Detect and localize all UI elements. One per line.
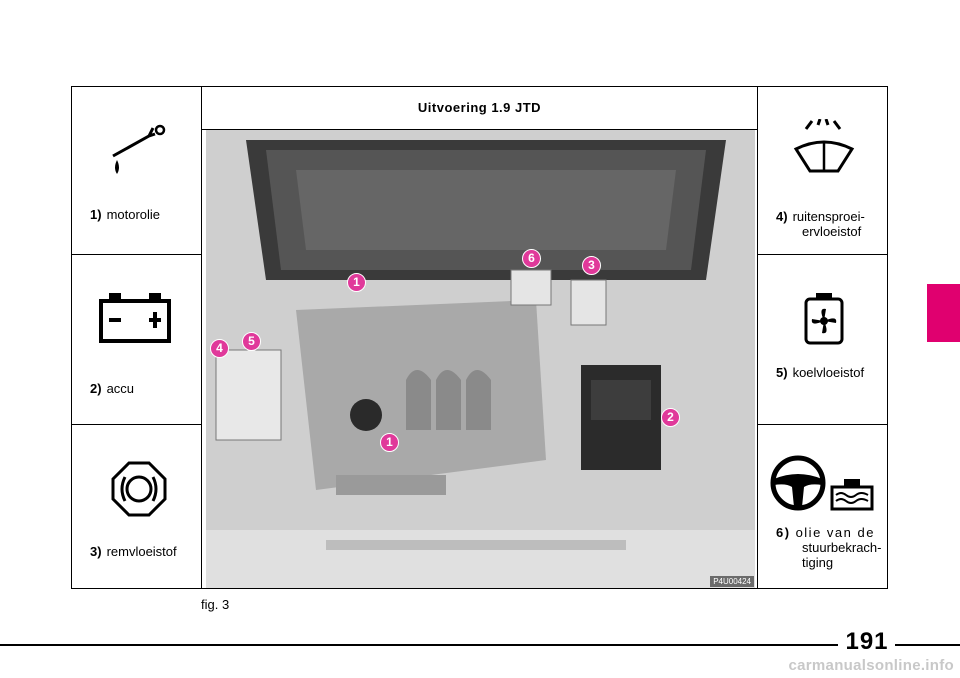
legend-label-6: 6)olie van de stuurbekrach- tiging [776,525,882,570]
power-steering-fluid-icon [830,479,874,511]
legend-label-4: 4)ruitensproei- ervloeistof [776,209,865,239]
battery-icon [99,293,171,343]
engine-bay-photo: 1 1 2 3 4 5 6 P4U00424 [206,130,755,588]
legend-item-ruitensproeier: 4)ruitensproei- ervloeistof [758,86,888,254]
marker-4: 4 [210,339,229,358]
right-legend-column: 4)ruitensproei- ervloeistof 5)koelvloeis… [757,86,888,589]
left-legend-column: 1)motorolie 2)accu 3)remvloeistof [71,86,202,589]
marker-6: 6 [522,249,541,268]
legend-label-3: 3)remvloeistof [90,544,177,559]
marker-5: 5 [242,332,261,351]
marker-1-top: 1 [347,273,366,292]
section-tab [927,284,960,342]
marker-2: 2 [661,408,680,427]
marker-3: 3 [582,256,601,275]
footer-rule-left [0,644,838,646]
footer-rule-right [895,644,960,646]
oil-can-icon [112,124,166,174]
legend-label-5: 5)koelvloeistof [776,365,865,380]
windshield-washer-icon [793,119,855,173]
brake-fluid-icon [111,461,167,517]
legend-item-koelvloeistof: 5)koelvloeistof [758,254,888,424]
watermark: carmanualsonline.info [788,657,954,674]
photo-code: P4U00424 [710,576,754,587]
legend-item-remvloeistof: 3)remvloeistof [71,424,201,589]
figure-frame [71,86,888,589]
steering-wheel-icon [770,455,826,511]
engine-bay-illustration [206,130,755,588]
figure-caption: fig. 3 [201,597,230,612]
legend-item-accu: 2)accu [71,254,201,424]
legend-label-1: 1)motorolie [90,207,161,222]
legend-item-stuurbekrachtiging: 6)olie van de stuurbekrach- tiging [758,424,888,589]
figure-title: Uitvoering 1.9 JTD [202,86,757,130]
legend-label-2: 2)accu [90,381,135,396]
marker-1-bottom: 1 [380,433,399,452]
coolant-icon [804,293,844,345]
legend-item-motorolie: 1)motorolie [71,86,201,254]
page-number: 191 [845,628,889,655]
